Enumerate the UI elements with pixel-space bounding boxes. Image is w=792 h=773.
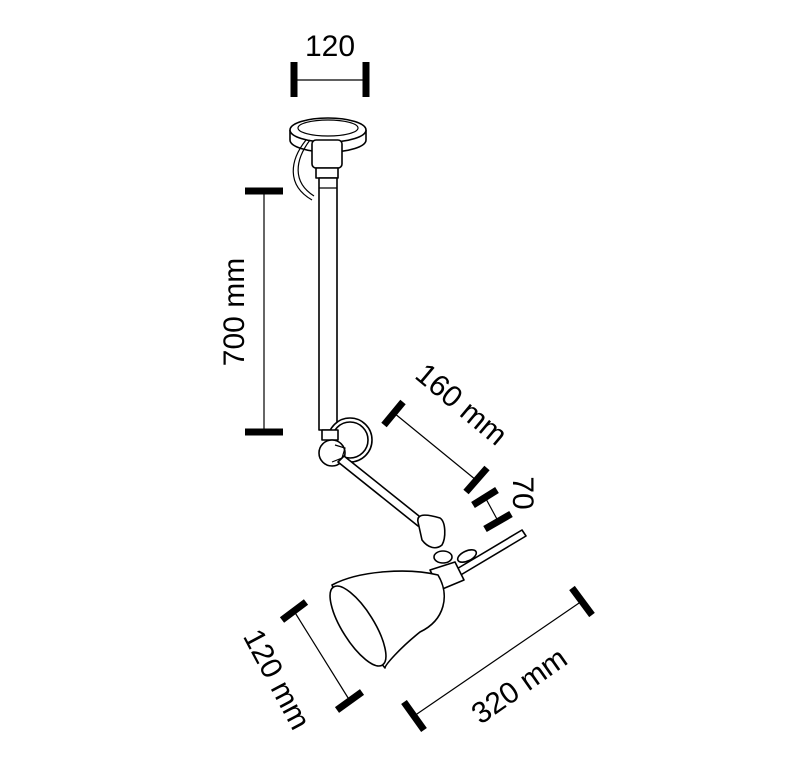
arm-length-dimension: 160 mm	[381, 357, 513, 495]
rod-length-dimension: 700 mm	[218, 187, 283, 436]
canopy-width-label: 120	[305, 30, 355, 63]
rod-length-label: 700 mm	[218, 258, 251, 366]
arm-offset-label: 70	[506, 476, 539, 509]
shade-length-label: 320 mm	[466, 642, 574, 731]
shade-diameter-label: 120 mm	[236, 624, 316, 735]
canopy-width-dimension: 120	[290, 30, 370, 97]
arm-offset-dimension: 70	[471, 476, 539, 533]
lamp-illustration	[289, 117, 527, 669]
